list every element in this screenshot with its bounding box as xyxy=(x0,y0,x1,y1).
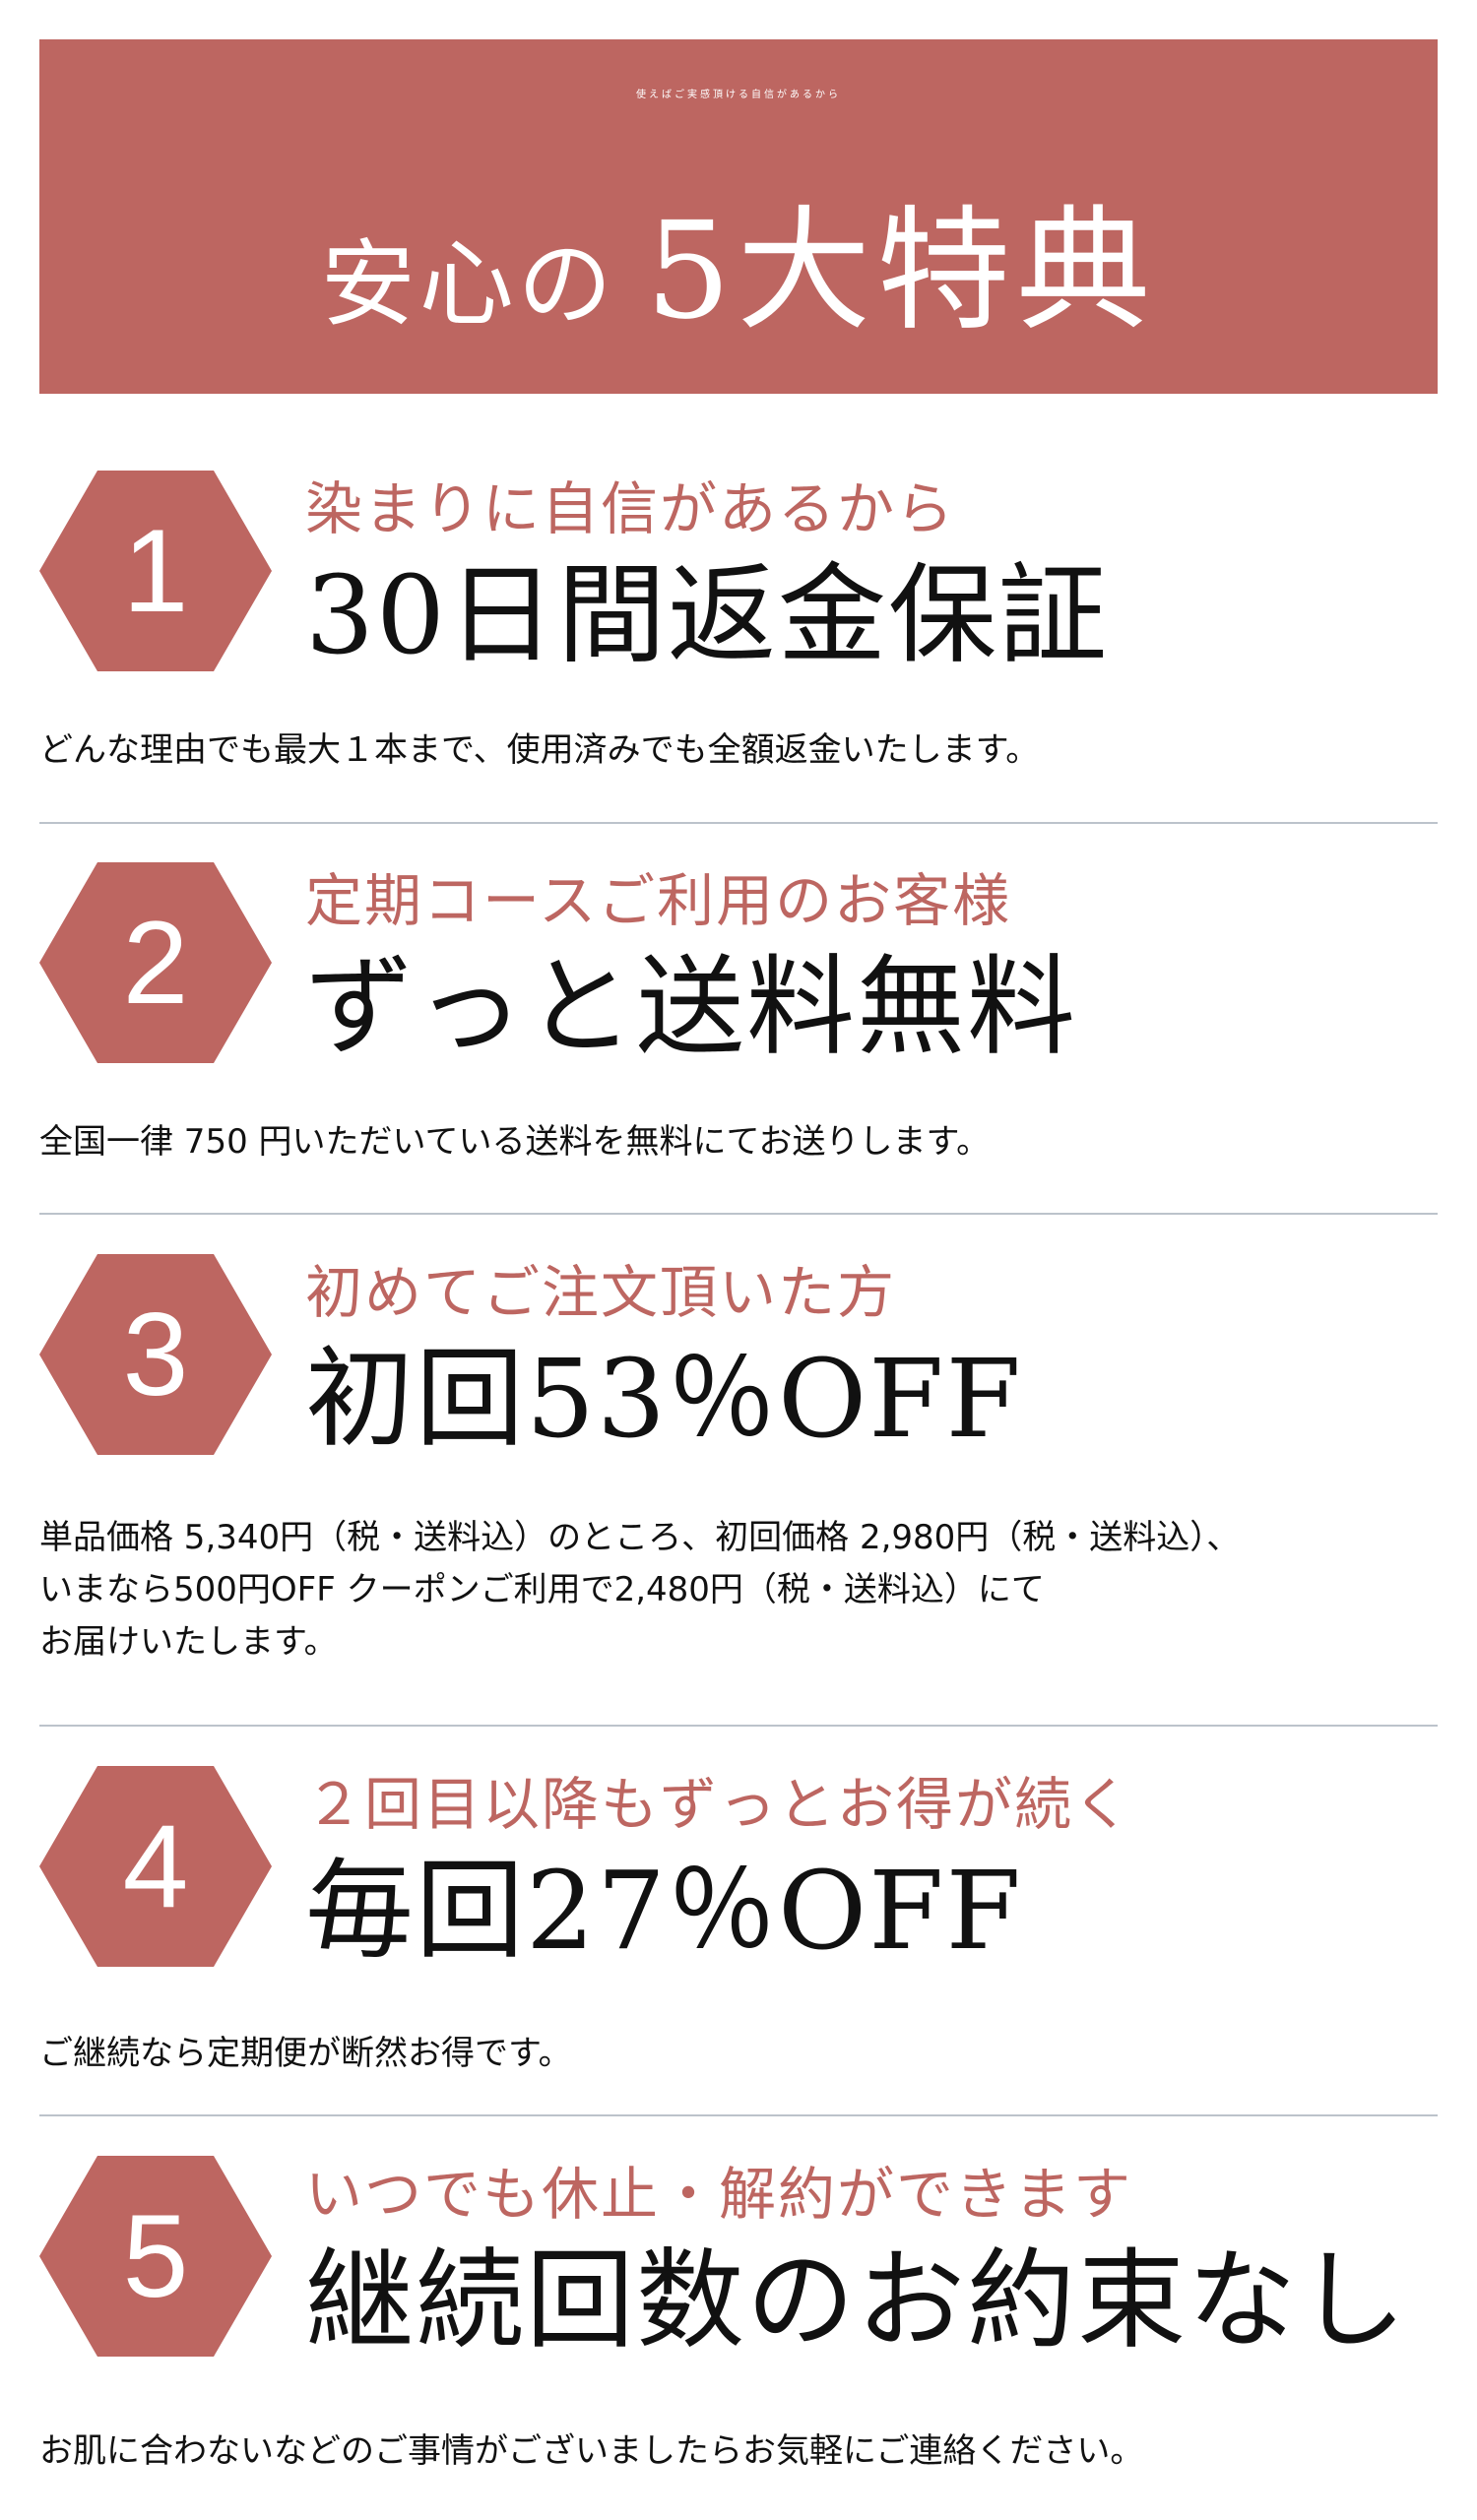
benefit-subtitle: 初めてご注文頂いた方 xyxy=(305,1259,897,1326)
section-divider xyxy=(39,1213,1438,1215)
header-subtitle: 使えばご実感頂ける自信があるから xyxy=(636,90,841,100)
hexagon-number-badge: 2 xyxy=(39,862,272,1063)
benefit-description-line: いまなら500円OFF クーポンご利用で2,480円（税・送料込）にて xyxy=(39,1570,1045,1609)
section-divider xyxy=(39,1725,1438,1727)
benefit-description-line: 全国一律 750 円いただいている送料を無料にてお送りします。 xyxy=(39,1122,991,1162)
hexagon-number-badge: 3 xyxy=(39,1254,272,1455)
benefit-number: 4 xyxy=(122,1800,189,1932)
header-title-prefix: 安心の xyxy=(320,229,616,340)
benefit-description-line: お肌に合わないなどのご事情がございましたらお気軽にご連絡ください。 xyxy=(39,2431,1144,2471)
benefit-number: 3 xyxy=(122,1289,189,1420)
benefit-title: ずっと送料無料 xyxy=(305,944,1077,1070)
hexagon-number-badge: 4 xyxy=(39,1766,272,1967)
benefit-description: どんな理由でも最大１本まで、使用済みでも全額返金いたします。 xyxy=(39,724,1039,777)
benefit-subtitle: いつでも休止・解約ができます xyxy=(305,2161,1133,2228)
benefit-description: 単品価格 5,340円（税・送料込）のところ、初回価格 2,980円（税・送料込… xyxy=(39,1512,1240,1669)
benefit-number: 5 xyxy=(122,2190,189,2322)
section-divider xyxy=(39,2114,1438,2116)
benefit-number: 1 xyxy=(122,505,189,637)
hexagon-number-badge: 5 xyxy=(39,2156,272,2357)
benefit-description: 全国一律 750 円いただいている送料を無料にてお送りします。 xyxy=(39,1116,990,1168)
benefit-title: 毎回27％OFF xyxy=(305,1848,1023,1974)
benefit-number: 2 xyxy=(122,897,189,1029)
benefit-subtitle: 染まりに自信があるから xyxy=(305,475,956,542)
benefit-description: お肌に合わないなどのご事情がございましたらお気軽にご連絡ください。 xyxy=(39,2426,1143,2478)
benefit-subtitle: 定期コースご利用のお客様 xyxy=(305,867,1012,934)
section-divider xyxy=(39,822,1438,824)
benefit-title: 初回53％OFF xyxy=(305,1336,1023,1462)
benefit-description-line: どんな理由でも最大１本まで、使用済みでも全額返金いたします。 xyxy=(39,730,1040,770)
benefit-title: 継続回数のお約束なし xyxy=(305,2237,1408,2363)
benefit-description-line: お届けいたします。 xyxy=(39,1622,338,1662)
benefit-item-1: 1 染まりに自信があるから 30日間返金保証 どんな理由でも最大１本まで、使用済… xyxy=(39,471,1438,786)
hexagon-number-badge: 1 xyxy=(39,471,272,671)
header-title-main: 5大特典 xyxy=(645,194,1157,349)
benefit-subtitle: ２回目以降もずっとお得が続く xyxy=(305,1771,1133,1838)
benefit-item-5: 5 いつでも休止・解約ができます 継続回数のお約束なし お肌に合わないなどのご事… xyxy=(39,2156,1438,2490)
benefit-item-3: 3 初めてご注文頂いた方 初回53％OFF 単品価格 5,340円（税・送料込）… xyxy=(39,1254,1438,1668)
benefit-title: 30日間返金保証 xyxy=(305,552,1109,678)
benefit-description: ご継続なら定期便が断然お得です。 xyxy=(39,2028,572,2080)
benefit-description-line: 単品価格 5,340円（税・送料込）のところ、初回価格 2,980円（税・送料込… xyxy=(39,1518,1241,1557)
benefit-description-line: ご継続なら定期便が断然お得です。 xyxy=(39,2034,572,2073)
benefit-item-4: 4 ２回目以降もずっとお得が続く 毎回27％OFF ご継続なら定期便が断然お得で… xyxy=(39,1766,1438,2081)
benefit-item-2: 2 定期コースご利用のお客様 ずっと送料無料 全国一律 750 円いただいている… xyxy=(39,862,1438,1177)
